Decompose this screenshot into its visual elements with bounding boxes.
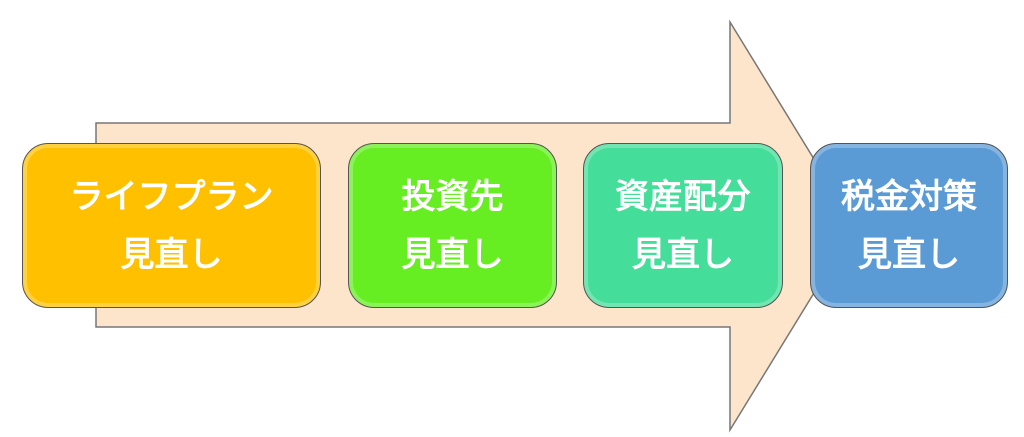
step-line1: ライフプラン: [69, 176, 274, 217]
step-line2: 見直し: [401, 234, 504, 275]
step-line2: 見直し: [858, 234, 960, 275]
step-line1: 税金対策: [841, 176, 977, 217]
step-investment: 投資先 見直し: [348, 143, 557, 308]
step-asset-allocation: 資産配分 見直し: [583, 143, 783, 308]
step-line1: 資産配分: [615, 176, 751, 217]
step-line1: 投資先: [401, 176, 504, 217]
step-line2: 見直し: [120, 234, 223, 275]
step-life-plan: ライフプラン 見直し: [22, 143, 321, 308]
step-tax: 税金対策 見直し: [810, 143, 1008, 308]
step-line2: 見直し: [632, 234, 734, 275]
